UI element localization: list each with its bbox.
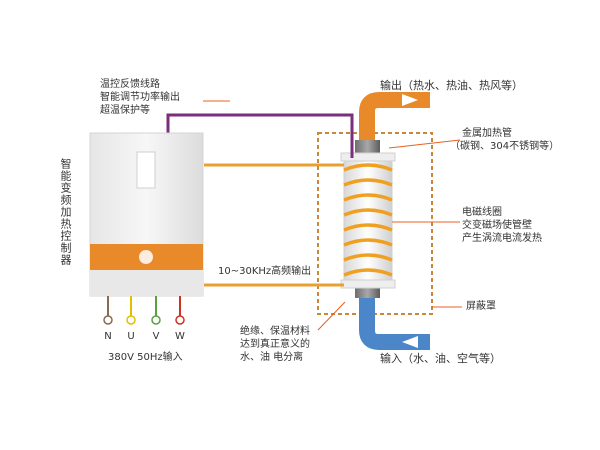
metal-pipe-label-1: 金属加热管 [462,128,512,139]
shield-label: 屏蔽罩 [466,301,496,312]
leader-lines [203,100,462,331]
outlet-pipe [359,92,430,142]
terminal-wires [107,296,181,316]
outlet-label: 输出（热水、热油、热风等） [380,79,523,92]
power-input-label: 380V 50Hz输入 [108,352,183,363]
coil-label-3: 产生涡流电流发热 [462,233,542,244]
coil-label-2: 交变磁场使管壁 [462,220,532,231]
terminal-n: N [104,331,112,342]
feedback-label-line2: 智能调节功率输出 [100,92,180,103]
coil-label-1: 电磁线圈 [462,207,502,218]
induction-coil [343,163,393,277]
insulation-cap-bottom [340,279,396,289]
insulation-label-1: 绝缘、保温材料 [240,326,310,337]
outlet-arrow-icon [402,94,418,106]
terminal-w: W [175,331,185,342]
hf-output-label: 10~30KHz高频输出 [218,266,312,277]
inlet-label: 输入（水、油、空气等） [380,352,501,365]
feedback-label-line3: 超温保护等 [100,105,150,116]
logo-icon [139,250,153,264]
controller-window [136,151,156,189]
terminal-u: U [127,331,135,342]
feedback-line [166,113,354,158]
inlet-arrow-icon [402,336,418,348]
terminal-loops [103,315,185,325]
metal-pipe-label-2: （碳钢、304不锈钢等） [450,141,560,152]
controller-base [90,270,203,296]
insulation-cap-top [340,152,396,162]
insulation-tube [343,154,393,286]
feedback-label-line1: 温控反馈线路 [100,79,160,90]
terminal-v: V [152,331,160,342]
insulation-label-2: 达到真正意义的 [240,339,310,350]
insulation-label-3: 水、油 电分离 [240,352,304,363]
inlet-pipe [359,296,430,350]
controller-title: 智能变频加热控制器 [59,158,72,266]
